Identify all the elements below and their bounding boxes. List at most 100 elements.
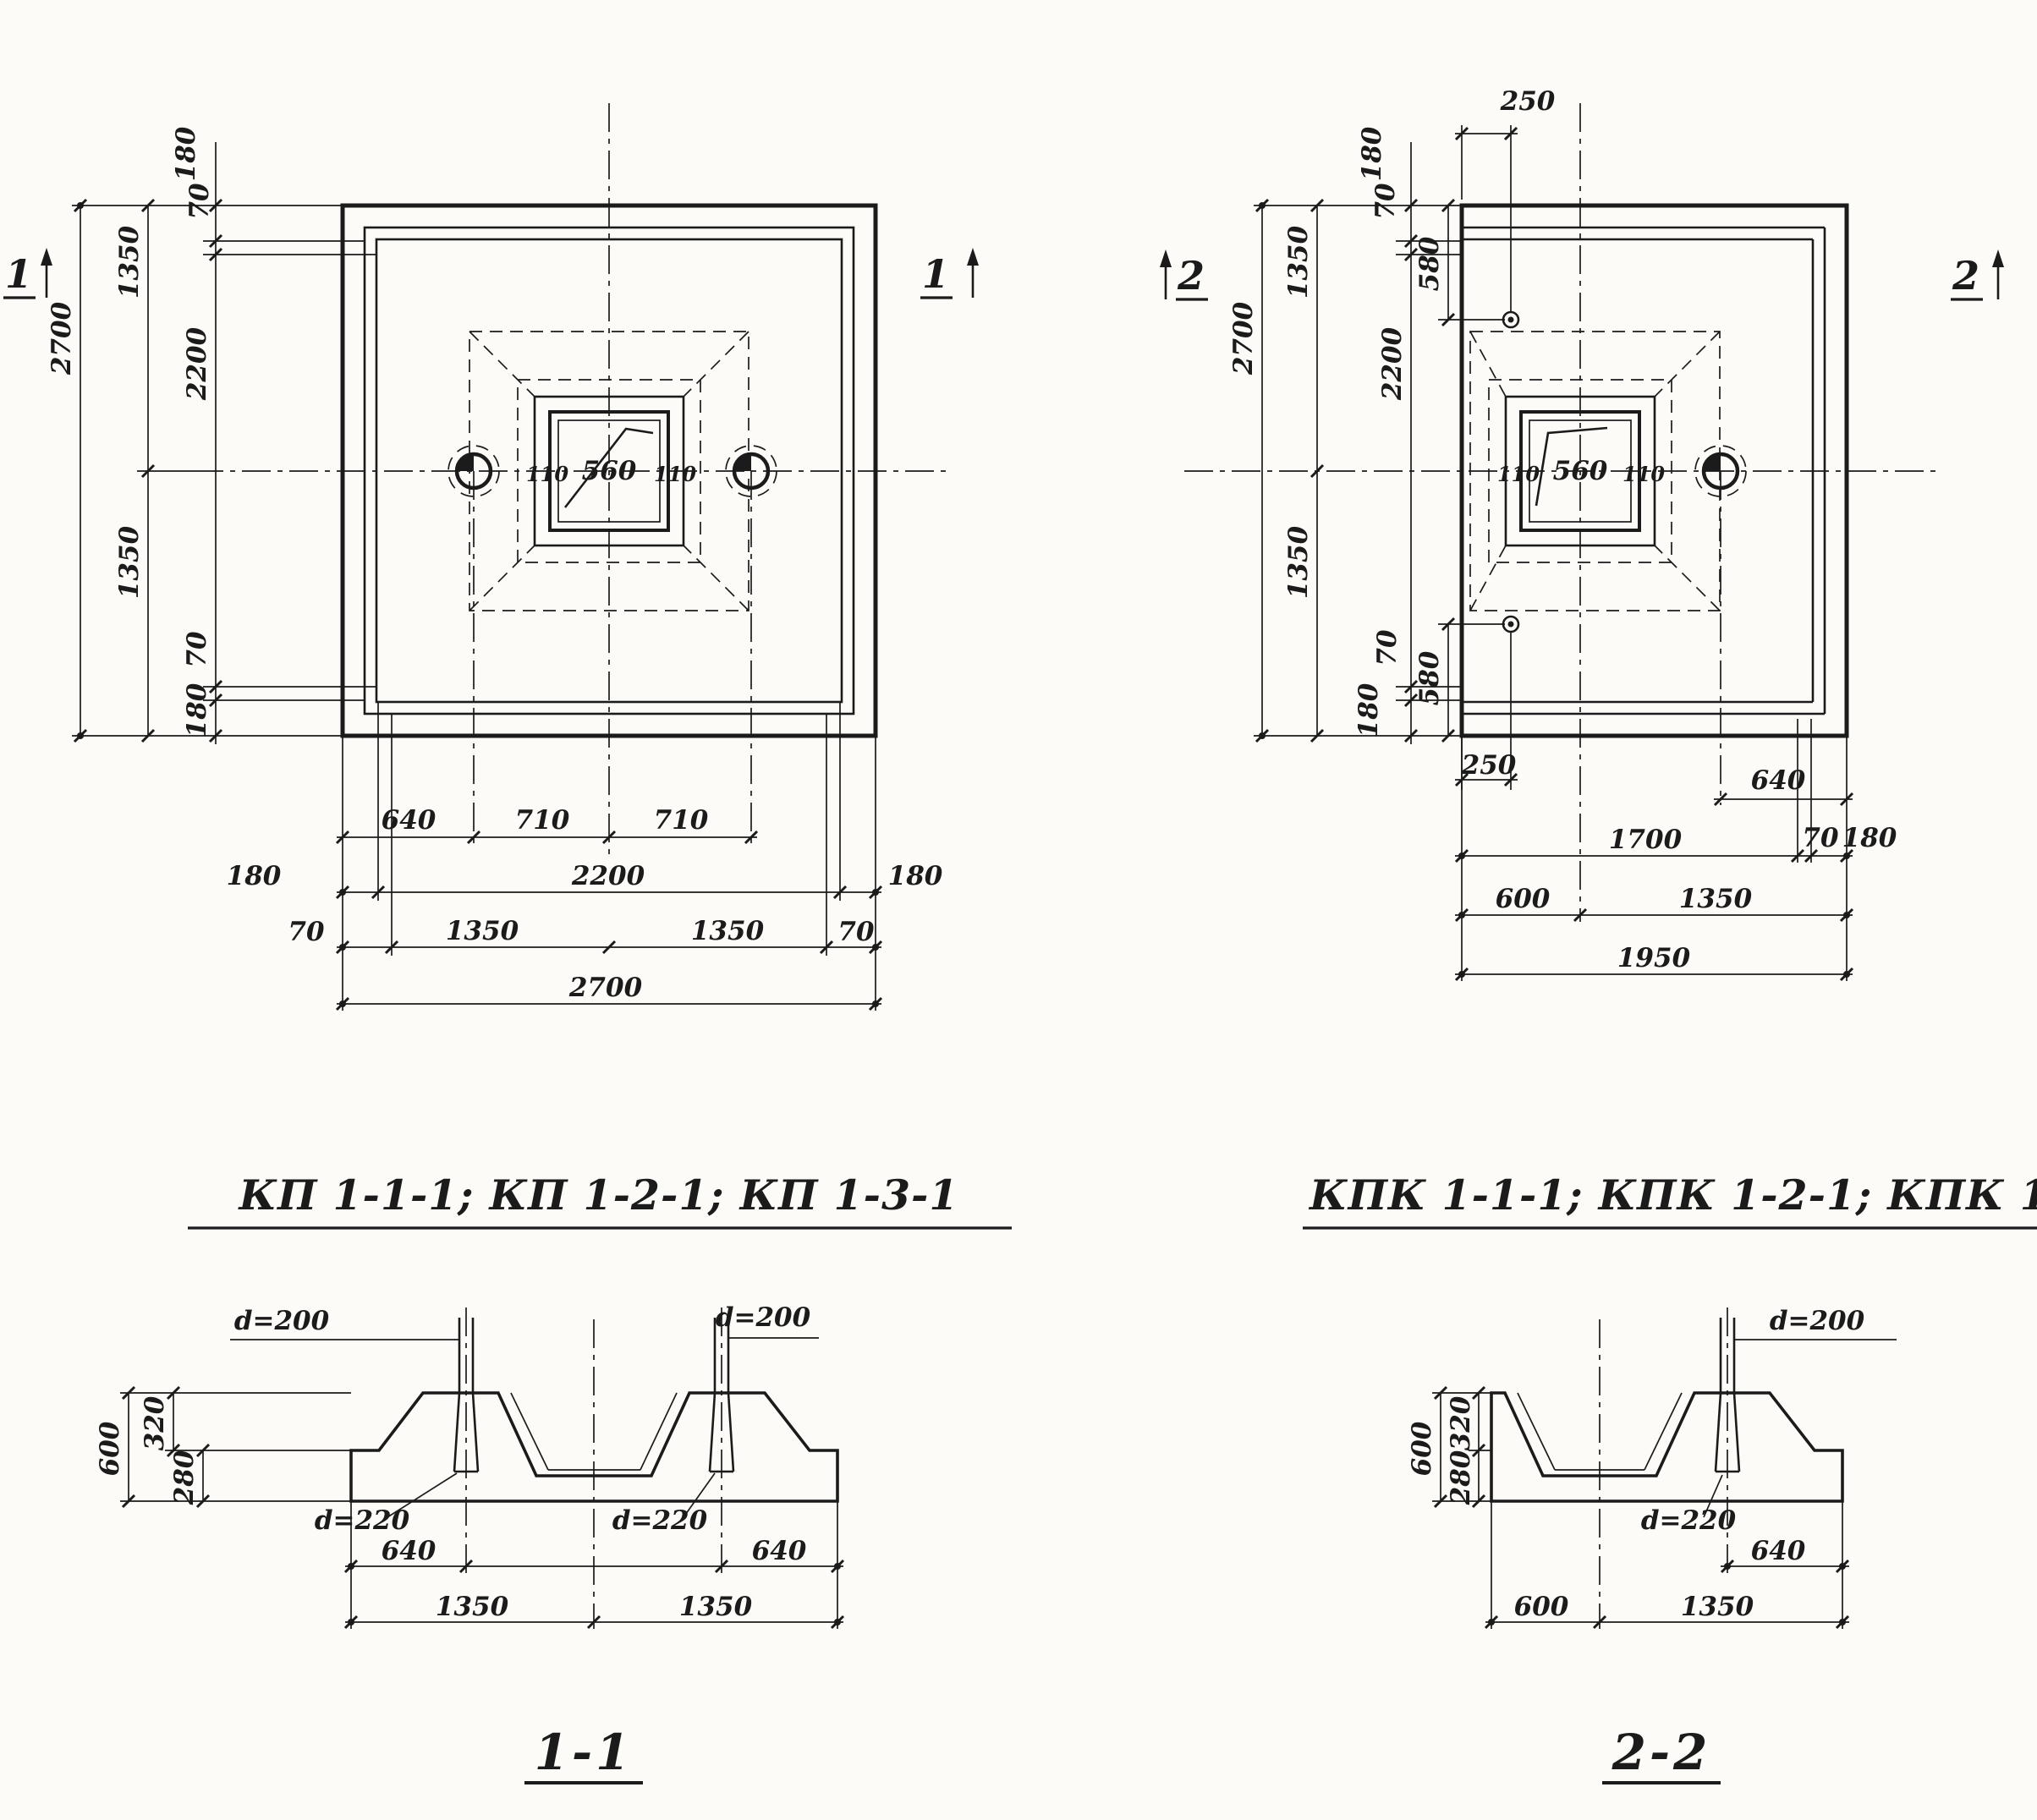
dim-label-180-row-left: 180 xyxy=(227,861,282,891)
section-1-1: КП 1-1-1; КП 1-2-1; КП 1-3-1 xyxy=(95,1170,1012,1784)
dim-label-1350-bot: 1350 xyxy=(114,525,145,599)
plan-kp-dim-labels: 2700 1350 1350 2200 180 70 70 180 110 56… xyxy=(47,126,943,1003)
plan-kpk: 2 2 250 250 2700 1350 1350 2200 180 70 7… xyxy=(1160,86,2004,982)
dim-label-1350-top: 1350 xyxy=(114,225,145,299)
dim-label-640: 640 xyxy=(382,805,436,836)
dim-label-600-row: 600 xyxy=(1496,884,1551,914)
socket-dim-560: 560 xyxy=(582,456,637,486)
plan-kpk-section-marks: 2 2 xyxy=(1160,249,2004,301)
dim-label-580-bot: 580 xyxy=(1414,650,1445,705)
plan-kp-extension-lines xyxy=(72,205,876,1011)
plan-kp-dimension-lines xyxy=(80,142,881,1005)
bolt-dia-label: d=200 xyxy=(1770,1306,1865,1336)
plan-kpk-dots xyxy=(1259,202,1850,978)
dim-label-1350-row: 1350 xyxy=(1681,1592,1754,1622)
section-mark-1-right: 1 xyxy=(922,251,949,297)
dim-label-70-top: 70 xyxy=(1370,183,1401,220)
dim-label-320: 320 xyxy=(1446,1395,1476,1450)
plan-kp-centerlines xyxy=(195,103,946,856)
dim-label-1700: 1700 xyxy=(1609,825,1683,855)
section-2-centerlines xyxy=(1599,1307,1728,1629)
section-2-dots xyxy=(1488,1563,1846,1625)
section-2-title: КПК 1-1-1; КПК 1-2-1; КПК 1-3-1 xyxy=(1308,1170,2037,1220)
dim-label-180-bot: 180 xyxy=(182,682,212,737)
dim-label-640-right: 640 xyxy=(752,1536,807,1566)
dim-label-1350-row-right: 1350 xyxy=(691,916,765,946)
dim-label-2700-v: 2700 xyxy=(1228,301,1259,376)
dim-label-1350-left: 1350 xyxy=(436,1592,509,1622)
dim-label-180-top: 180 xyxy=(1357,126,1387,181)
section-1-dim-labels: d=200 d=200 d=220 d=220 600 320 280 640 … xyxy=(95,1302,811,1622)
plan-kpk-ticks xyxy=(1255,126,1854,982)
dim-label-70-row-right: 70 xyxy=(837,917,875,947)
socket-dim-110-left: 110 xyxy=(1497,462,1540,486)
section-mark-2-left: 2 xyxy=(1177,253,1205,299)
plan-kpk-dim-labels: 250 250 2700 1350 1350 2200 180 70 70 18… xyxy=(1228,86,1897,973)
dim-label-70-row-left: 70 xyxy=(288,917,325,947)
socket-dim-560: 560 xyxy=(1553,456,1608,486)
section-1-dimension-lines xyxy=(128,1393,843,1623)
dim-label-2700-total: 2700 xyxy=(568,973,643,1003)
dim-label-1350-top: 1350 xyxy=(1283,225,1314,299)
section-1-anchor-sleeves xyxy=(453,1318,735,1473)
dim-label-640-left: 640 xyxy=(382,1536,436,1566)
socket-dim-110-right: 110 xyxy=(654,462,696,486)
view-label-1-1: 1-1 xyxy=(535,1724,634,1781)
dim-label-70-row: 70 xyxy=(1802,823,1839,853)
dim-label-600: 600 xyxy=(95,1421,125,1476)
dim-label-180-row: 180 xyxy=(1842,823,1897,853)
dim-label-640: 640 xyxy=(1751,765,1806,796)
dim-label-1350-row: 1350 xyxy=(1679,884,1753,914)
section-mark-1-left: 1 xyxy=(5,251,32,297)
sleeve-dia-label: d=220 xyxy=(1641,1505,1737,1536)
bolt-dia-label-right: d=200 xyxy=(716,1302,811,1333)
dim-label-180-top: 180 xyxy=(171,126,201,181)
plan-kpk-centerlines xyxy=(1184,103,1939,922)
dim-label-180-bot: 180 xyxy=(1353,682,1384,737)
section-1-leaders xyxy=(230,1337,819,1518)
section-2-outline xyxy=(1490,1391,1844,1503)
dim-label-2200-v: 2200 xyxy=(1377,326,1408,401)
dim-label-70-bot: 70 xyxy=(182,631,212,668)
dim-label-1350-bot: 1350 xyxy=(1283,525,1314,599)
section-2-anchor-sleeve xyxy=(1714,1318,1741,1473)
dim-label-600-row: 600 xyxy=(1514,1592,1569,1622)
section-1-centerlines xyxy=(465,1307,722,1629)
section-2-extension-lines xyxy=(1432,1392,1843,1629)
dim-label-2200-row: 2200 xyxy=(571,861,645,891)
section-2-leaders xyxy=(1703,1339,1897,1518)
dim-label-710-right: 710 xyxy=(654,805,709,836)
socket-dim-110-right: 110 xyxy=(1622,462,1665,486)
dim-label-70-bot: 70 xyxy=(1372,629,1403,666)
plan-kp-section-marks: 1 1 xyxy=(3,248,979,299)
section-1-dots xyxy=(348,1563,841,1625)
sleeve-dia-label-left: d=220 xyxy=(315,1505,410,1536)
dim-label-710-left: 710 xyxy=(515,805,570,836)
section-2-2: КПК 1-1-1; КПК 1-2-1; КПК 1-3-1 xyxy=(1303,1170,2037,1784)
dim-label-320: 320 xyxy=(140,1395,170,1450)
plan-kp-ticks xyxy=(73,198,883,1011)
section-2-dimension-lines xyxy=(1440,1393,1849,1623)
dim-label-180-row-right: 180 xyxy=(888,861,943,891)
dim-label-2700-v: 2700 xyxy=(47,301,77,376)
dim-label-580-top: 580 xyxy=(1414,236,1445,291)
sleeve-dia-label-right: d=220 xyxy=(612,1505,708,1536)
dim-label-2200-v: 2200 xyxy=(182,326,212,401)
section-1-ticks xyxy=(121,1385,845,1630)
view-label-2-2: 2-2 xyxy=(1611,1724,1711,1781)
dim-label-640: 640 xyxy=(1751,1536,1806,1566)
dim-label-250-bot: 250 xyxy=(1461,750,1517,781)
socket-dim-110-left: 110 xyxy=(526,462,568,486)
bolt-dia-label-left: d=200 xyxy=(234,1306,330,1336)
dim-label-1350-row-left: 1350 xyxy=(446,916,519,946)
dim-label-600: 600 xyxy=(1407,1421,1437,1476)
plan-kpk-dimension-lines xyxy=(1261,133,1853,975)
dim-label-1350-right: 1350 xyxy=(679,1592,753,1622)
dim-label-280: 280 xyxy=(169,1450,200,1505)
dim-label-70-top: 70 xyxy=(184,183,215,220)
section-2-dim-labels: d=200 d=220 600 320 280 640 600 1350 xyxy=(1407,1306,1865,1622)
dim-label-280: 280 xyxy=(1446,1450,1476,1505)
dim-label-250-top: 250 xyxy=(1500,86,1556,117)
